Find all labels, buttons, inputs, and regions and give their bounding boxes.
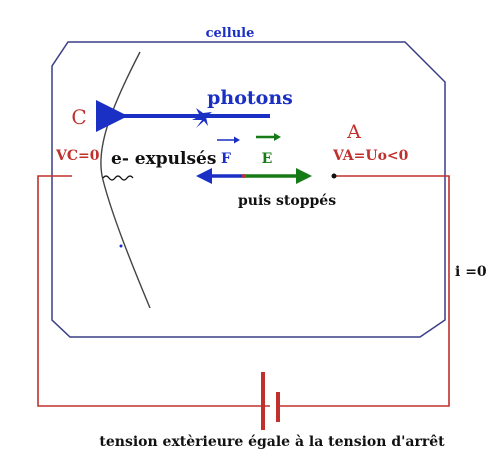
cathode-label: C (71, 105, 86, 129)
caption: tension extèrieure égale à la tension d'… (99, 434, 445, 450)
cell-outline (51, 41, 446, 338)
force-label: F (221, 151, 231, 167)
electrons-label: e- expulsés (111, 149, 216, 169)
anode-terminal (331, 173, 337, 179)
circuit-right-wire (280, 175, 450, 407)
photon-burst-icon (192, 108, 212, 128)
cathode-mark (119, 244, 123, 248)
va-label: VA=Uo<0 (332, 148, 409, 164)
electron-dot (242, 174, 246, 178)
field-arrow-head (296, 168, 312, 184)
force-vector-mark-head (234, 136, 240, 144)
field-vector-mark-head (274, 133, 281, 141)
circuit-left-wire (37, 175, 270, 407)
current-label: i =0 (455, 264, 487, 280)
anode-label: A (346, 121, 361, 143)
vc-label: VC=0 (55, 148, 100, 164)
stopped-label: puis stoppés (238, 193, 336, 209)
field-label: E (262, 151, 273, 167)
cell-label: cellule (206, 26, 255, 41)
force-arrow-head (196, 168, 212, 184)
photons-label: photons (207, 87, 293, 109)
electron-squiggle (102, 175, 134, 181)
